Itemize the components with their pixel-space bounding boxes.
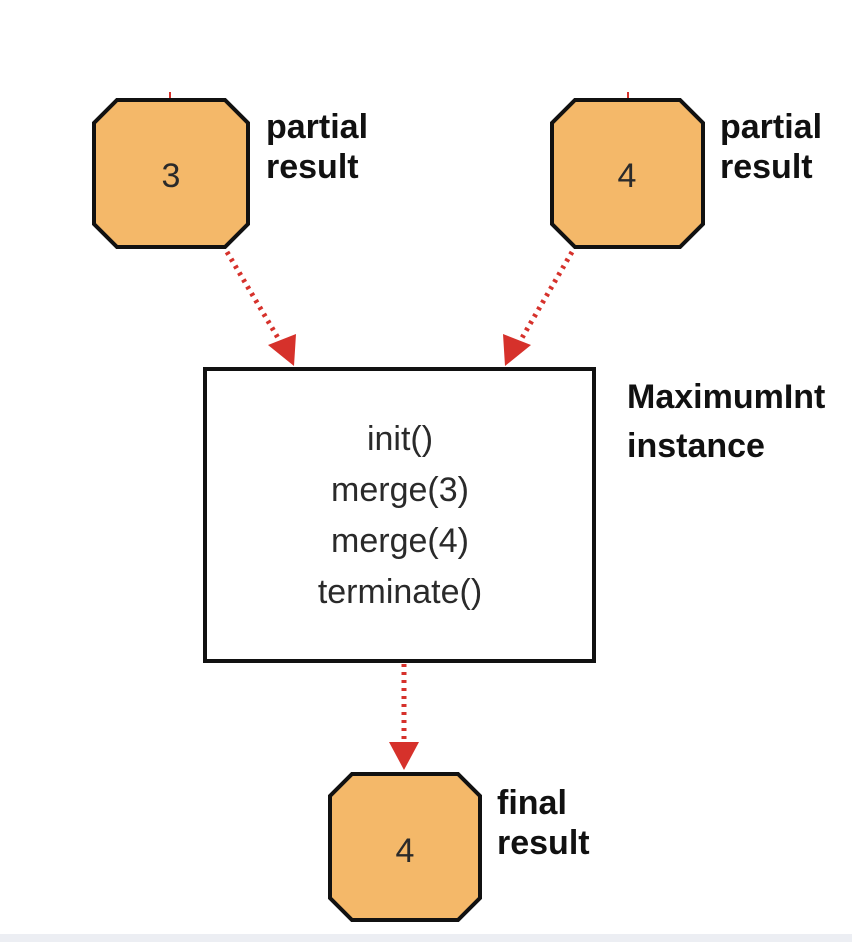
bottom-scroll-strip bbox=[0, 934, 852, 942]
call-init: init() bbox=[367, 420, 433, 458]
final-label-line1: final bbox=[497, 784, 567, 822]
partial-result-node-right: 4 bbox=[550, 98, 705, 249]
instance-box: init() merge(3) merge(4) terminate() bbox=[203, 367, 596, 663]
partial-right-value: 4 bbox=[618, 157, 637, 195]
call-merge-3: merge(3) bbox=[331, 471, 469, 509]
final-value: 4 bbox=[396, 832, 415, 870]
instance-title-line2: instance bbox=[627, 427, 765, 465]
instance-title-line1: MaximumInt bbox=[627, 378, 825, 416]
final-result-node: 4 bbox=[328, 772, 482, 922]
partial-left-label-line2: result bbox=[266, 148, 359, 186]
partial-left-value: 3 bbox=[162, 157, 181, 195]
arrow-left-to-instance bbox=[224, 250, 296, 366]
partial-right-label-line1: partial bbox=[720, 108, 822, 146]
arrow-right-to-instance bbox=[503, 250, 575, 366]
arrow-instance-to-final bbox=[389, 664, 419, 770]
final-label-line2: result bbox=[497, 824, 590, 862]
call-terminate: terminate() bbox=[318, 573, 482, 611]
partial-right-label-line2: result bbox=[720, 148, 813, 186]
partial-left-label-line1: partial bbox=[266, 108, 368, 146]
call-merge-4: merge(4) bbox=[331, 522, 469, 560]
partial-result-node-left: 3 bbox=[92, 98, 250, 249]
